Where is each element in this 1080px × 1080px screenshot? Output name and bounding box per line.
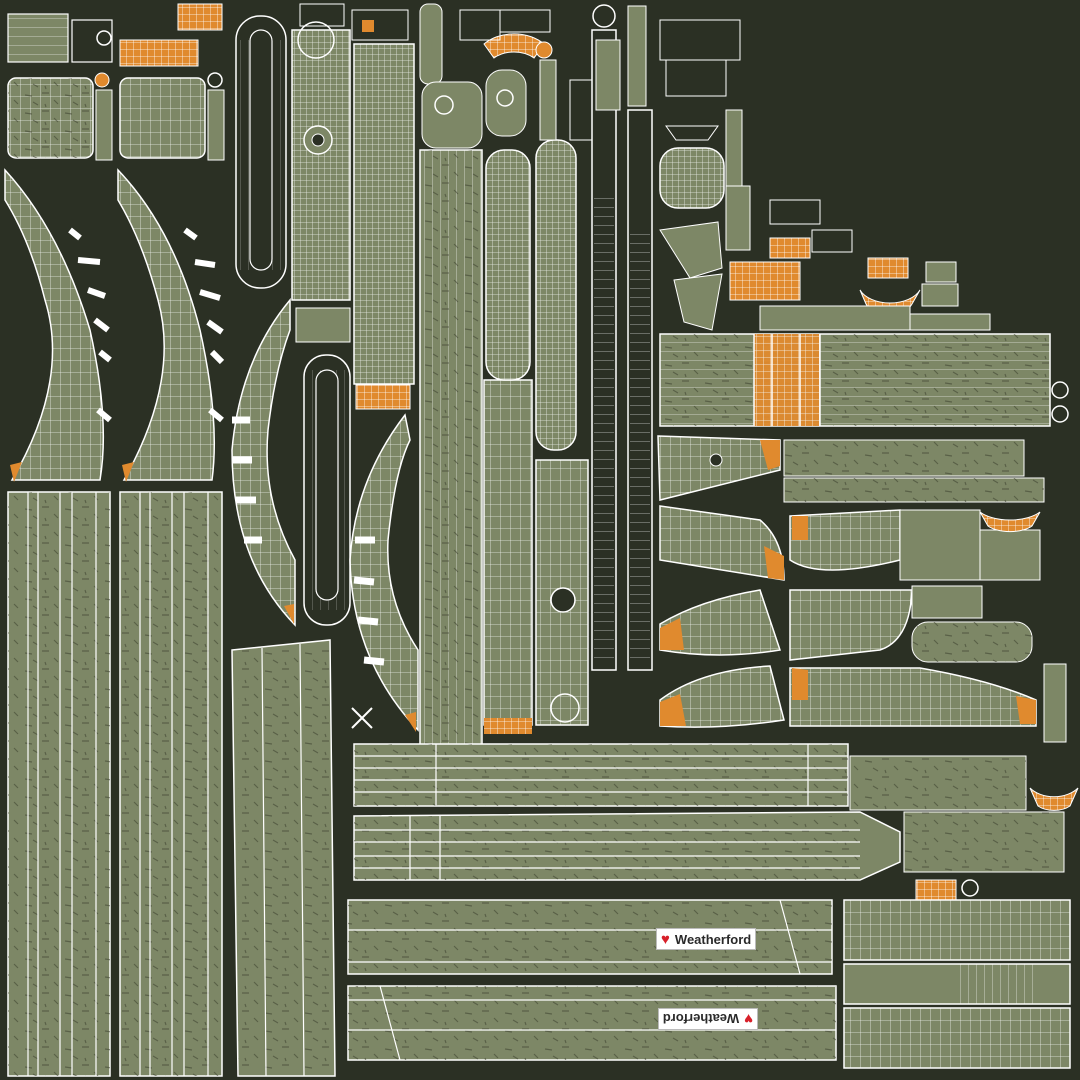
small-cross-marker — [351, 707, 373, 729]
top-small-parts — [299, 3, 621, 141]
brand-decal-bottom-text: Weatherford — [662, 1011, 740, 1027]
bottom-right-assembly — [843, 879, 1071, 1069]
striped-cylinder — [659, 305, 1069, 427]
brand-decal-top: ♥ Weatherford — [656, 928, 756, 950]
heart-icon: ♥ — [661, 930, 670, 948]
heart-icon: ♥ — [744, 1010, 753, 1028]
brand-decal-bottom: ♥ Weatherford — [658, 1008, 758, 1030]
curved-fan-shells — [4, 168, 419, 732]
brand-decal-top-text: Weatherford — [674, 931, 752, 947]
top-left-parts — [7, 3, 225, 161]
left-long-plates — [7, 491, 336, 1077]
right-upper-parts — [659, 19, 959, 331]
tall-frames — [235, 3, 653, 751]
fin-parts — [657, 435, 1067, 743]
